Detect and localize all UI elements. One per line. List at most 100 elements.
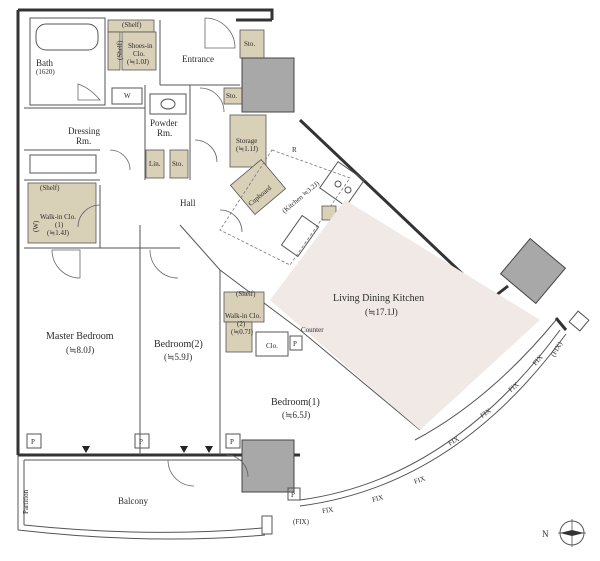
columns <box>241 57 567 493</box>
fix-label-0: (FIX) <box>293 518 310 526</box>
p-small-label: P <box>293 340 297 348</box>
fix-label-4: FIX <box>447 435 461 448</box>
bath-size: (1620) <box>36 68 55 76</box>
column-top <box>241 57 295 113</box>
partition-label: Partition <box>22 489 30 514</box>
walk-in-closet-2-area <box>223 291 265 323</box>
sto-small-label: Sto. <box>172 160 183 168</box>
bedroom-2-size: (≒5.9J) <box>164 352 192 362</box>
counter-label: Counter <box>301 326 324 334</box>
marker-bed2 <box>180 446 188 453</box>
ldk-label: Living Dining Kitchen <box>333 293 424 304</box>
storage-label: Storage <box>236 137 257 145</box>
linen-closet-area <box>145 149 165 179</box>
burner-1 <box>334 180 342 188</box>
compass-arrow-icon <box>560 530 584 536</box>
p4-label: P <box>291 491 295 499</box>
p2-label: P <box>139 438 143 446</box>
bath-fixtures <box>35 23 101 101</box>
lin-label: Lin. <box>149 160 161 168</box>
ldk-size: (≒17.1J) <box>365 307 398 317</box>
w-label: W <box>124 92 131 100</box>
storage-small-area <box>169 149 189 179</box>
pipe-shaft-2 <box>134 433 150 449</box>
bedroom-1-size: (≒6.5J) <box>282 410 310 420</box>
hall-label: Hall <box>180 198 196 208</box>
clo-label: Clo. <box>266 342 278 350</box>
bedroom-2-label: Bedroom(2) <box>154 339 203 350</box>
column-bottom <box>241 439 295 493</box>
fix-label-2: FIX <box>371 493 384 503</box>
bath-label: Bath <box>36 58 53 68</box>
compass <box>558 519 586 547</box>
closet-area <box>255 331 289 357</box>
powder-vanity <box>149 93 187 115</box>
walk-in-closet-2-lower <box>225 321 253 353</box>
dressing-counter <box>29 154 97 174</box>
master-bedroom-label: Master Bedroom <box>46 331 114 342</box>
marker-master <box>82 446 90 453</box>
door-swings <box>51 17 249 487</box>
cooktop <box>319 161 365 207</box>
shoes-clo-label-2: Clo. <box>133 50 145 58</box>
column-right <box>499 237 567 305</box>
shoes-in-closet-area <box>121 31 157 71</box>
interior-walls <box>24 17 421 455</box>
entrance-label: Entrance <box>182 54 214 64</box>
wic1-num: (1) <box>55 221 64 229</box>
balcony-label: Balcony <box>118 496 148 506</box>
outdoor-unit-right <box>568 310 590 332</box>
storage-size: (≒1.1J) <box>236 145 259 153</box>
w2-label: (W) <box>32 220 40 232</box>
kitchen-label: (Kitchen ≒3.2J) <box>281 179 322 215</box>
wic1-size: (≒1.4J) <box>47 229 70 237</box>
curved-window-wall <box>299 319 567 507</box>
powder-label-2: Rm. <box>157 128 172 138</box>
powder-fixtures <box>29 87 187 174</box>
sto-mid-label: Sto. <box>226 92 237 100</box>
sliding-door-markers <box>82 446 213 453</box>
kitchen-fixtures <box>219 149 365 266</box>
cupboard-area <box>229 159 287 215</box>
burner-2 <box>344 186 352 194</box>
marker-bed2b <box>205 446 213 453</box>
fix-label-3: FIX <box>413 474 426 485</box>
p1-label: P <box>31 438 35 446</box>
dressing-label: Dressing <box>68 126 100 136</box>
wic1-label: Walk-in Clo. <box>40 213 76 221</box>
shelf-wic-label: (Shelf) <box>40 184 60 192</box>
sto-top-label: Sto. <box>244 40 255 48</box>
shoes-clo-size: (≒1.0J) <box>127 58 150 66</box>
fix-label-1: FIX <box>322 506 334 515</box>
storage-top-area <box>239 29 265 59</box>
dressing-label-2: Rm. <box>76 136 91 146</box>
wic2-label: Walk-in Clo. <box>225 312 261 320</box>
north-label: N <box>542 529 549 539</box>
kitchen-sink <box>280 214 320 258</box>
powder-label: Powder <box>150 118 178 128</box>
storage-area <box>229 114 267 168</box>
r-label: R <box>292 146 297 154</box>
shelf-side-label: (Shelf) <box>116 40 124 60</box>
toilet <box>160 98 176 110</box>
shoes-clo-label: Shoes-in <box>128 42 153 50</box>
balcony-outline <box>17 455 266 540</box>
bedroom-1-label: Bedroom(1) <box>271 397 320 408</box>
pipe-shaft-4 <box>287 487 301 501</box>
pipe-shaft-5 <box>289 335 303 351</box>
wic2-num: (2) <box>237 320 246 328</box>
shelf-top-label: (Shelf) <box>122 21 142 29</box>
shelf-wic2-label: (Shelf) <box>236 290 256 298</box>
master-bedroom-size: (≒8.0J) <box>66 345 94 355</box>
pipe-shaft-3 <box>225 433 241 449</box>
fix-label-6: FIX <box>507 381 521 394</box>
walk-in-closet-1-area <box>27 182 97 244</box>
fix-label-8: (FIX) <box>549 340 564 358</box>
pipe-shaft-1 <box>26 433 42 449</box>
outdoor-unit <box>261 515 273 535</box>
ldk-floor-area <box>270 200 540 430</box>
washer-space <box>111 87 143 105</box>
fix-label-7: FIX <box>531 353 544 367</box>
p3-label: P <box>230 438 234 446</box>
